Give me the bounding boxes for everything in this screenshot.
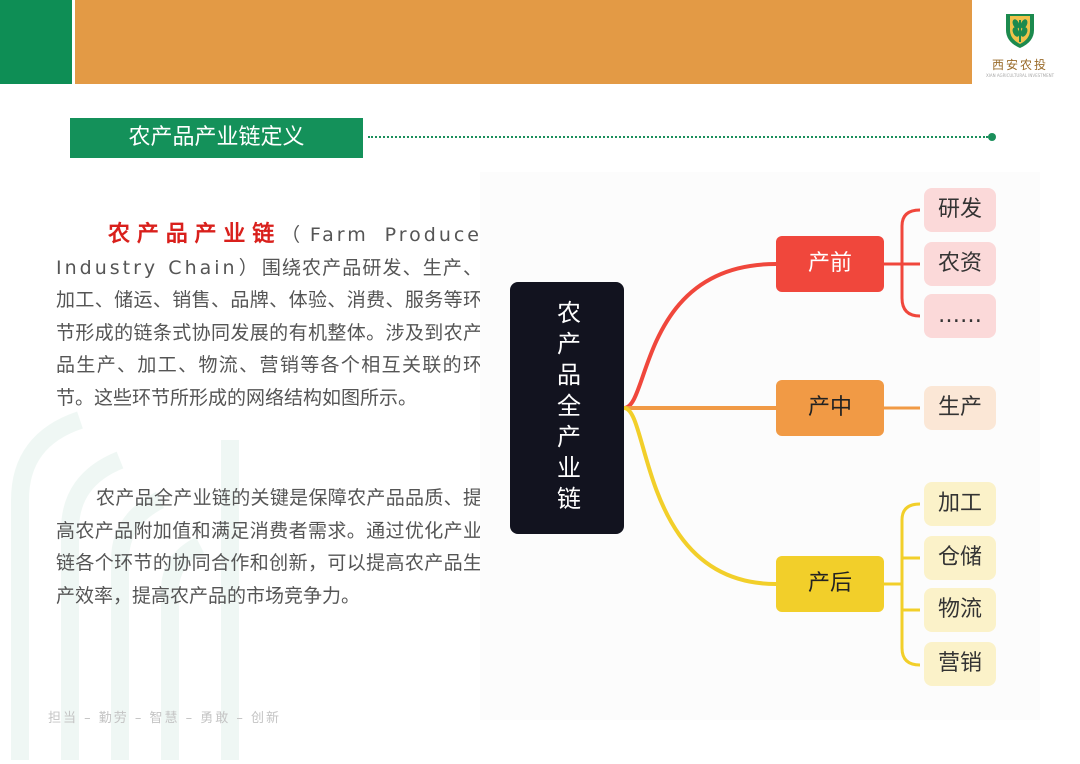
connector-pre: [623, 262, 777, 410]
header-orange-bar: [75, 0, 972, 84]
leaf-marketing: 营销: [924, 642, 996, 686]
company-logo: 西安农投 XIAN AGRICULTURAL INVESTMENT: [982, 10, 1058, 80]
definition-term: 农产品产业链: [108, 222, 282, 247]
definition-english: （Farm Produce Industry Chain）: [56, 224, 482, 279]
leaf-inputs: 农资: [924, 242, 996, 286]
footer-slogan: 担当 – 勤劳 – 智慧 – 勇敢 – 创新: [48, 711, 282, 726]
leaf-production: 生产: [924, 386, 996, 430]
mindmap-root: 农产品全产业链: [510, 282, 624, 534]
connector-post-leaves: [884, 502, 921, 667]
watermark-graphic: [11, 411, 239, 760]
definition-paragraph: 农产品产业链（Farm Produce Industry Chain）围绕农产品…: [56, 219, 482, 414]
leaf-logistics: 物流: [924, 588, 996, 632]
branch-post: 产后: [776, 556, 884, 612]
logo-text: 西安农投: [991, 58, 1048, 72]
leaf-rnd: 研发: [924, 188, 996, 232]
definition-text: 围绕农产品研发、生产、加工、储运、销售、品牌、体验、消费、服务等环节形成的链条式…: [56, 256, 482, 409]
branch-mid: 产中: [776, 380, 884, 436]
header-green-block: [0, 0, 72, 84]
key-paragraph: 农产品全产业链的关键是保障农产品品质、提高农产品附加值和满足消费者需求。通过优化…: [56, 487, 482, 607]
leaf-storage: 仓储: [924, 536, 996, 580]
section-title: 农产品产业链定义: [70, 118, 363, 158]
branch-pre: 产前: [776, 236, 884, 292]
dotted-divider: [368, 136, 988, 138]
header-divider: [72, 0, 75, 84]
wheat-shield-icon: [1006, 14, 1034, 48]
leaf-more: ……: [924, 294, 996, 338]
connector-pre-leaves: [884, 208, 921, 318]
logo-subtext: XIAN AGRICULTURAL INVESTMENT: [985, 73, 1055, 78]
mindmap-root-label: 农产品全产业链: [552, 299, 581, 517]
leaf-processing: 加工: [924, 482, 996, 526]
connector-post: [623, 406, 777, 586]
dotted-divider-end: [988, 133, 996, 141]
header-bar: 西安农投 XIAN AGRICULTURAL INVESTMENT: [0, 0, 1080, 84]
